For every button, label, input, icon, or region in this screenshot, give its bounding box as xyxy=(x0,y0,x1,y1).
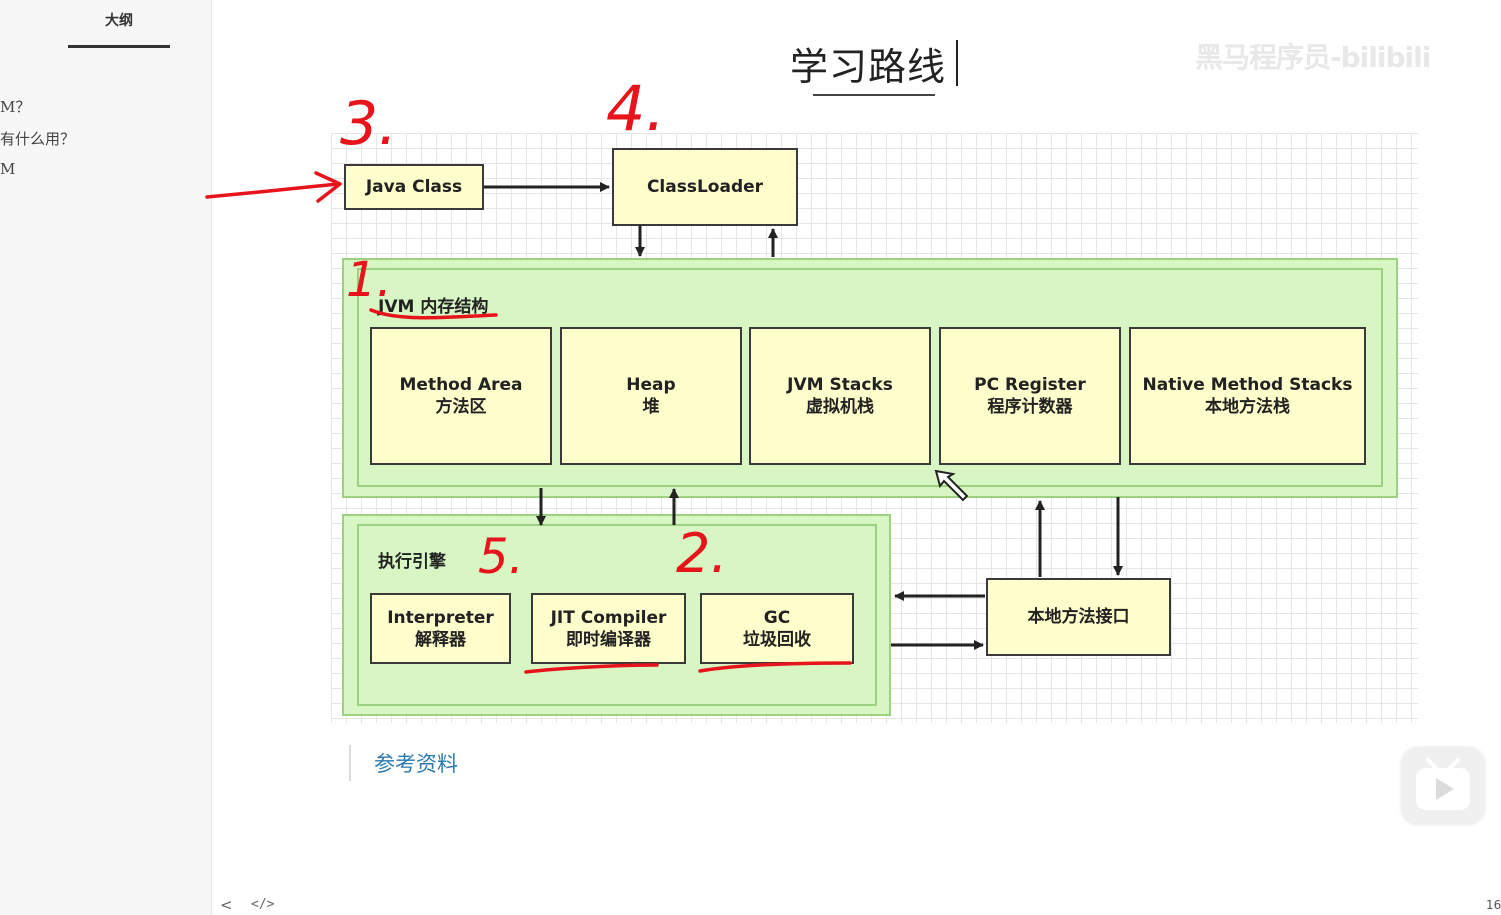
execution-engine-label: 执行引擎 xyxy=(378,552,446,572)
heap-box: Heap 堆 xyxy=(560,327,742,465)
native-method-stacks-zh: 本地方法栈 xyxy=(1205,397,1290,417)
pc-register-box: PC Register 程序计数器 xyxy=(939,327,1121,465)
method-area-en: Method Area xyxy=(399,375,523,395)
outline-item[interactable]: M xyxy=(0,160,16,178)
heap-en: Heap xyxy=(626,375,676,395)
gc-en: GC xyxy=(763,607,791,628)
native-method-stacks-en: Native Method Stacks xyxy=(1142,375,1353,395)
chevron-left-icon[interactable]: < xyxy=(220,896,233,914)
gc-zh: 垃圾回收 xyxy=(743,629,811,650)
interpreter-en: Interpreter xyxy=(387,607,494,628)
java-class-label: Java Class xyxy=(365,177,463,197)
jvm-memory-group-inner xyxy=(357,268,1383,487)
jvm-stacks-box: JVM Stacks 虚拟机栈 xyxy=(749,327,931,465)
method-area-box: Method Area 方法区 xyxy=(370,327,552,465)
text-cursor xyxy=(956,40,958,86)
video-float-button[interactable] xyxy=(1402,748,1484,824)
jit-compiler-zh: 即时编译器 xyxy=(566,629,651,650)
outline-sidebar: 大纲 M？ 有什么用？ M xyxy=(0,0,212,915)
interpreter-zh: 解释器 xyxy=(415,629,466,650)
pc-register-zh: 程序计数器 xyxy=(987,397,1073,417)
pc-register-en: PC Register xyxy=(974,375,1086,395)
native-interface-box: 本地方法接口 xyxy=(986,578,1171,656)
red-arrow-line xyxy=(205,182,340,199)
method-area-zh: 方法区 xyxy=(435,397,487,417)
jit-compiler-en: JIT Compiler xyxy=(550,607,667,628)
java-class-box: Java Class xyxy=(344,164,484,210)
classloader-label: ClassLoader xyxy=(646,177,764,197)
title-underline xyxy=(813,94,935,96)
native-interface-label: 本地方法接口 xyxy=(1027,607,1130,627)
interpreter-box: Interpreter 解释器 xyxy=(370,593,511,664)
heap-zh: 堆 xyxy=(642,397,660,417)
watermark: 黑马程序员-bilibili xyxy=(1195,41,1431,74)
blockquote-bar xyxy=(349,745,351,781)
outline-item[interactable]: M？ xyxy=(0,98,31,116)
mouse-pointer-icon xyxy=(934,469,969,502)
page-title[interactable]: 学习路线 xyxy=(790,45,947,89)
classloader-box: ClassLoader xyxy=(612,148,798,226)
code-icon[interactable]: </> xyxy=(251,897,275,912)
play-icon xyxy=(1416,758,1470,810)
jit-compiler-box: JIT Compiler 即时编译器 xyxy=(531,593,686,664)
native-method-stacks-box: Native Method Stacks 本地方法栈 xyxy=(1129,327,1366,465)
jvm-stacks-en: JVM Stacks xyxy=(787,375,893,395)
outline-tab-indicator xyxy=(68,45,170,48)
reference-link[interactable]: 参考资料 xyxy=(374,752,458,776)
execution-engine-group-inner xyxy=(357,524,877,706)
page-number: 16 xyxy=(1486,898,1501,912)
jvm-memory-label: JVM 内存结构 xyxy=(378,297,489,317)
gc-box: GC 垃圾回收 xyxy=(700,593,854,664)
jvm-stacks-zh: 虚拟机栈 xyxy=(806,397,874,417)
outline-title[interactable]: 大纲 xyxy=(105,13,133,29)
outline-item[interactable]: 有什么用？ xyxy=(0,130,76,148)
